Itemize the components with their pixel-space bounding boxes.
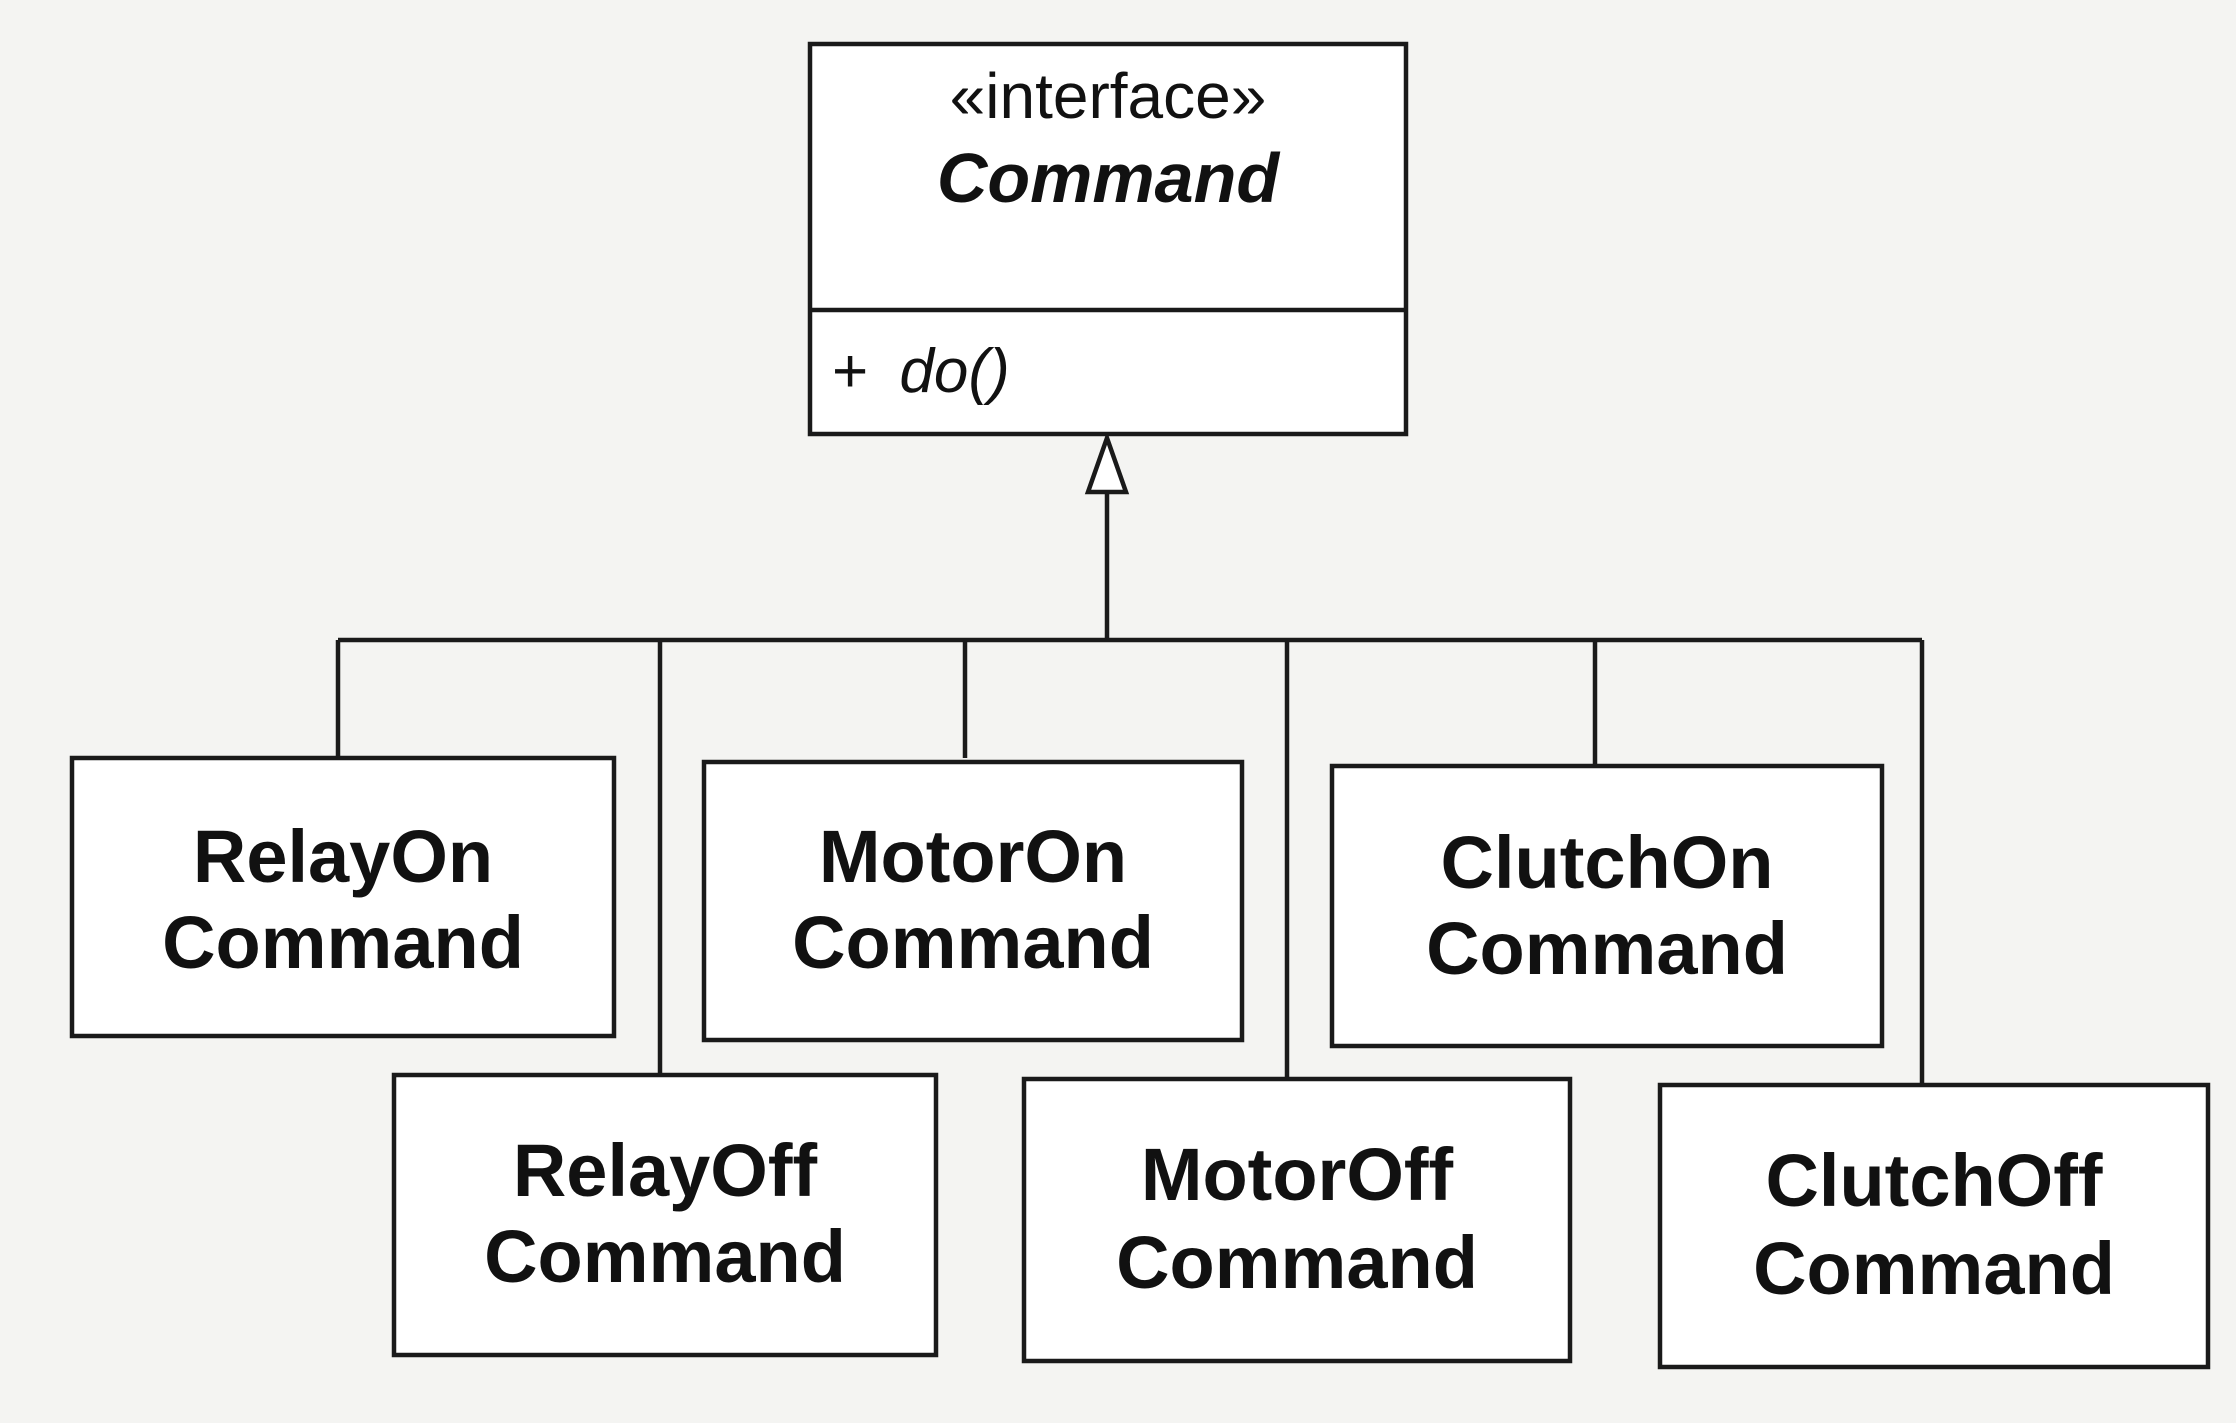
class-relay-on[interactable]: RelayOn Command bbox=[69, 755, 617, 1039]
class-clutch-on[interactable]: ClutchOn Command bbox=[1329, 763, 1885, 1049]
class-box bbox=[1657, 1082, 2211, 1370]
realization-arrowhead bbox=[1084, 431, 1130, 495]
class-motor-on[interactable]: MotorOn Command bbox=[701, 759, 1245, 1043]
class-box bbox=[69, 755, 617, 1039]
interface-command[interactable]: «interface» Command + do() bbox=[807, 41, 1409, 437]
interface-name: Command bbox=[937, 139, 1280, 217]
class-box bbox=[1329, 763, 1885, 1049]
class-box bbox=[701, 759, 1245, 1043]
class-box bbox=[1021, 1076, 1573, 1364]
class-motor-off[interactable]: MotorOff Command bbox=[1021, 1076, 1573, 1364]
class-name-line2: Command bbox=[484, 1215, 846, 1298]
interface-stereotype: «interface» bbox=[950, 60, 1267, 132]
class-name-line1: ClutchOn bbox=[1441, 821, 1774, 904]
class-box bbox=[391, 1072, 939, 1358]
interface-box bbox=[807, 41, 1409, 437]
operation-do: + do() bbox=[832, 337, 1010, 406]
operation-visibility: + bbox=[832, 337, 868, 406]
operation-name: do() bbox=[899, 337, 1009, 406]
class-clutch-off[interactable]: ClutchOff Command bbox=[1657, 1082, 2211, 1370]
class-name-line2: Command bbox=[792, 901, 1154, 984]
class-name-line1: RelayOn bbox=[193, 815, 493, 898]
class-name-line1: MotorOff bbox=[1141, 1133, 1454, 1216]
class-name-line2: Command bbox=[1753, 1227, 2115, 1310]
class-name-line2: Command bbox=[1116, 1221, 1478, 1304]
class-relay-off[interactable]: RelayOff Command bbox=[391, 1072, 939, 1358]
class-name-line2: Command bbox=[1426, 907, 1788, 990]
class-name-line1: ClutchOff bbox=[1765, 1139, 2102, 1222]
class-name-line2: Command bbox=[162, 901, 524, 984]
class-name-line1: RelayOff bbox=[513, 1129, 818, 1212]
realization-connectors bbox=[335, 431, 1925, 1083]
class-name-line1: MotorOn bbox=[819, 815, 1127, 898]
